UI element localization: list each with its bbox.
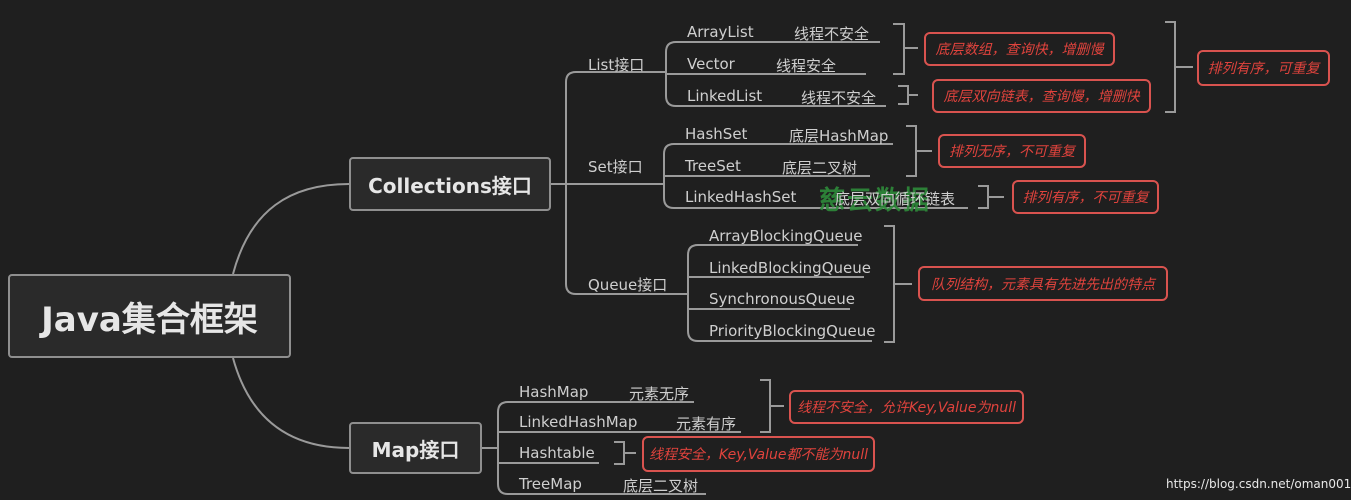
map-item-desc: 底层二叉树 <box>623 477 699 495</box>
queue-item-name: SynchronousQueue <box>709 290 855 308</box>
map-item-name: LinkedHashMap <box>519 413 638 431</box>
list-item-desc: 线程不安全 <box>801 89 877 107</box>
queue-item-name: ArrayBlockingQueue <box>709 227 863 245</box>
map-node: Map接口 <box>349 422 482 474</box>
source-url: https://blog.csdn.net/oman001 <box>1166 477 1351 491</box>
note-set-unordered: 排列无序，不可重复 <box>938 134 1086 168</box>
list-item-name: ArrayList <box>687 23 754 41</box>
map-item-name: TreeMap <box>519 475 582 493</box>
note-queue: 队列结构，元素具有先进先出的特点 <box>918 266 1168 301</box>
list-item-desc: 线程安全 <box>776 57 837 75</box>
queue-interface-label: Queue接口 <box>588 276 668 294</box>
note-linkedhashset: 排列有序，不可重复 <box>1012 180 1159 214</box>
root-node: Java集合框架 <box>8 274 291 358</box>
set-item-name: TreeSet <box>685 157 741 175</box>
map-item-desc: 元素无序 <box>629 385 690 403</box>
note-array-vector: 底层数组，查询快，增删慢 <box>924 32 1115 66</box>
note-map-unsafe: 线程不安全，允许Key,Value为null <box>789 390 1024 424</box>
map-item-desc: 元素有序 <box>676 415 737 433</box>
set-item-name: HashSet <box>685 125 748 143</box>
collections-node: Collections接口 <box>349 157 551 211</box>
map-item-name: HashMap <box>519 383 589 401</box>
set-item-name: LinkedHashSet <box>685 188 797 206</box>
list-item-name: Vector <box>687 55 735 73</box>
set-item-desc: 底层HashMap <box>789 127 889 145</box>
set-item-desc: 底层双向循环链表 <box>835 190 956 208</box>
watermark-text: 慈云数据 <box>819 186 932 216</box>
set-interface-label: Set接口 <box>588 158 643 176</box>
queue-item-name: LinkedBlockingQueue <box>709 259 871 277</box>
note-hashtable: 线程安全，Key,Value都不能为null <box>642 436 875 472</box>
list-interface-label: List接口 <box>588 56 645 74</box>
queue-item-name: PriorityBlockingQueue <box>709 322 876 340</box>
list-item-name: LinkedList <box>687 87 763 105</box>
list-item-desc: 线程不安全 <box>794 25 870 43</box>
note-list-ordered: 排列有序，可重复 <box>1197 50 1330 86</box>
note-linkedlist: 底层双向链表，查询慢，增删快 <box>932 79 1151 113</box>
map-item-name: Hashtable <box>519 444 595 462</box>
set-item-desc: 底层二叉树 <box>782 159 858 177</box>
